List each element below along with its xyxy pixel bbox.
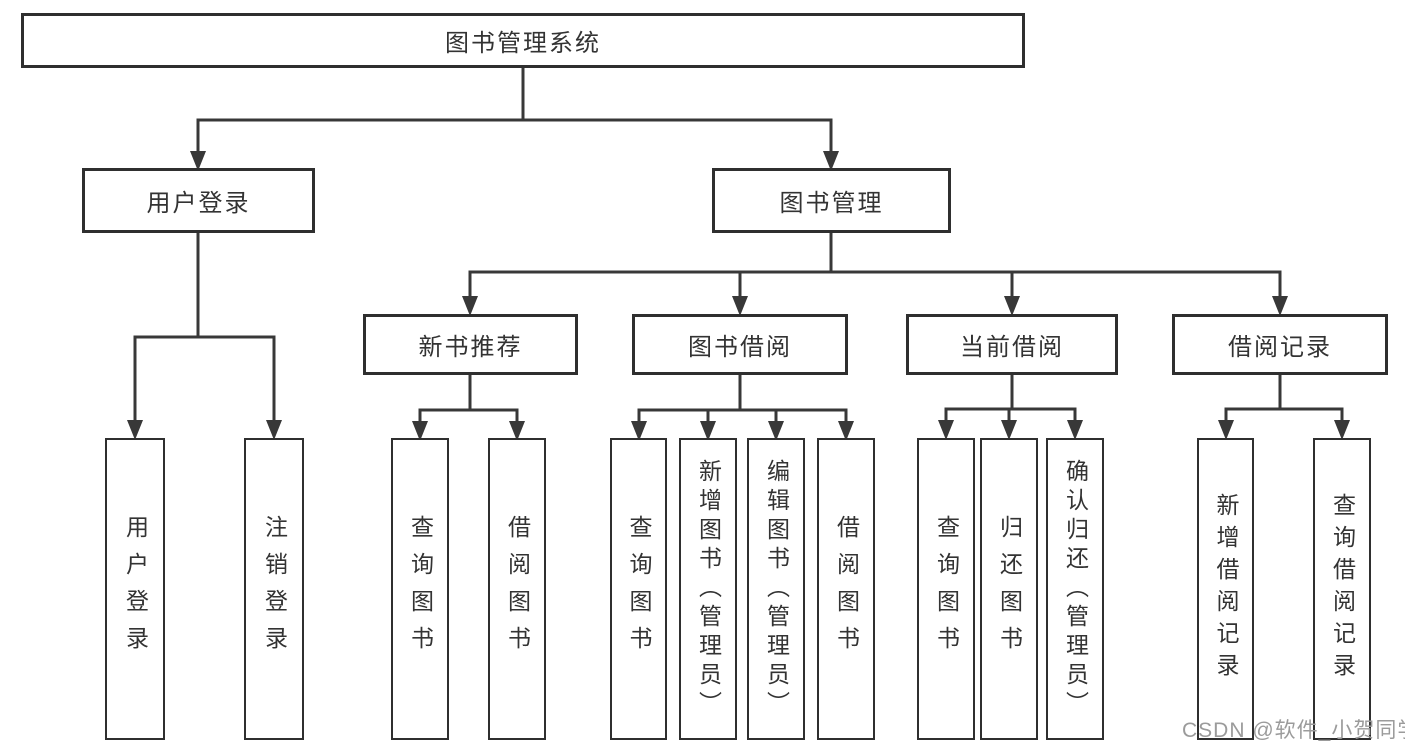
node-borrow-records: 借阅记录 (1172, 314, 1388, 375)
connector-borrow-records-children (1218, 375, 1350, 440)
connector-user-login-children (127, 233, 282, 440)
node-book-mgmt: 图书管理 (712, 168, 951, 233)
leaf-bb-edit-books-admin: 编辑图书（管理员） (747, 438, 805, 740)
node-book-borrow-label: 图书借阅 (688, 334, 792, 361)
leaf-bb-query-books: 查询图书 (610, 438, 667, 740)
node-borrow-records-label: 借阅记录 (1228, 334, 1332, 361)
node-book-borrow: 图书借阅 (632, 314, 848, 375)
leaf-br-query-record: 查询借阅记录 (1313, 438, 1371, 740)
connector-book-borrow-children (631, 375, 854, 441)
leaf-cb-query-books: 查询图书 (917, 438, 975, 740)
leaf-nb-query-books: 查询图书 (391, 438, 449, 740)
leaf-bb-add-books-admin: 新增图书（管理员） (679, 438, 737, 740)
leaf-bb-edit-books-admin-label: 编辑图书（管理员） (763, 458, 790, 720)
leaf-cb-confirm-return-admin-label: 确认归还（管理员） (1062, 458, 1089, 720)
connector-current-borrow-children (938, 375, 1083, 440)
node-root: 图书管理系统 (21, 13, 1025, 68)
leaf-bb-add-books-admin-label: 新增图书（管理员） (695, 458, 722, 720)
node-current-borrow: 当前借阅 (906, 314, 1118, 375)
leaf-bb-borrow-books: 借阅图书 (817, 438, 875, 740)
leaf-nb-borrow-books: 借阅图书 (488, 438, 546, 740)
leaf-user-login-label: 用户登录 (122, 515, 149, 663)
leaf-bb-query-books-label: 查询图书 (626, 515, 652, 663)
leaf-br-add-record: 新增借阅记录 (1197, 438, 1254, 740)
leaf-cb-query-books-label: 查询图书 (933, 515, 960, 663)
node-new-book-rec-label: 新书推荐 (418, 334, 523, 361)
leaf-br-query-record-label: 查询借阅记录 (1329, 493, 1356, 685)
node-current-borrow-label: 当前借阅 (960, 334, 1064, 361)
connector-root-to-level2 (190, 68, 839, 171)
leaf-cb-confirm-return-admin: 确认归还（管理员） (1046, 438, 1104, 740)
leaf-logout: 注销登录 (244, 438, 304, 740)
leaf-nb-borrow-books-label: 借阅图书 (504, 515, 531, 663)
leaf-nb-query-books-label: 查询图书 (407, 515, 434, 663)
node-new-book-rec: 新书推荐 (363, 314, 578, 375)
leaf-bb-borrow-books-label: 借阅图书 (833, 515, 860, 663)
csdn-watermark: CSDN @软件_小贺同学 (1182, 719, 1405, 742)
leaf-cb-return-books: 归还图书 (980, 438, 1038, 740)
node-user-login-label: 用户登录 (146, 190, 251, 217)
leaf-cb-return-books-label: 归还图书 (996, 515, 1023, 663)
connector-new-book-children (412, 375, 525, 441)
connector-book-mgmt-children (462, 233, 1288, 316)
node-root-label: 图书管理系统 (445, 30, 601, 57)
leaf-br-add-record-label: 新增借阅记录 (1213, 493, 1239, 685)
node-user-login: 用户登录 (82, 168, 315, 233)
leaf-logout-label: 注销登录 (261, 515, 288, 663)
leaf-user-login: 用户登录 (105, 438, 165, 740)
node-book-mgmt-label: 图书管理 (779, 190, 884, 217)
